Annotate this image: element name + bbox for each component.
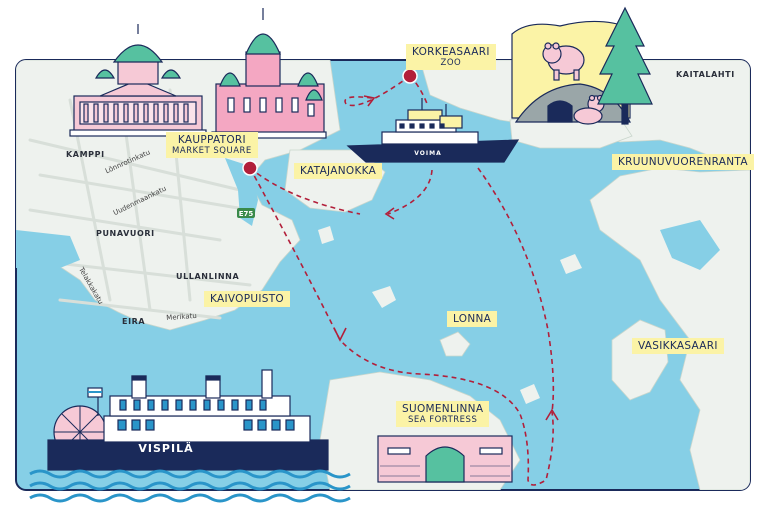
ferry-route bbox=[249, 75, 555, 486]
label-kruunuvuorenranta[interactable]: KRUUNUVUORENRANTA bbox=[612, 154, 754, 170]
district-kamppi: KAMPPI bbox=[66, 150, 105, 159]
korkeasaari-zoo-illustration bbox=[511, 6, 653, 125]
korkeasaari-sub: ZOO bbox=[440, 58, 462, 68]
laajasalo-bay bbox=[660, 220, 720, 270]
label-katajanokka[interactable]: KATAJANOKKA bbox=[294, 163, 383, 179]
suomenlinna-name: SUOMENLINNA bbox=[402, 403, 484, 415]
road-shield bbox=[237, 208, 255, 218]
suomenlinna-sub: SEA FORTRESS bbox=[407, 415, 478, 425]
paddle-steamer-illustration bbox=[47, 369, 329, 471]
kauppatori-pin[interactable] bbox=[242, 160, 258, 176]
islet-c bbox=[560, 254, 582, 274]
lonna-island bbox=[439, 331, 471, 357]
district-ullanlinna: ULLANLINNA bbox=[176, 272, 240, 281]
label-suomenlinna[interactable]: SUOMENLINNA SEA FORTRESS bbox=[396, 401, 490, 427]
islet-b bbox=[318, 226, 334, 244]
islet-d bbox=[520, 384, 540, 404]
district-eira: EIRA bbox=[122, 317, 146, 326]
korkeasaari-pin[interactable] bbox=[402, 68, 418, 84]
paddle-steamer-name: VISPILÄ bbox=[138, 441, 193, 455]
uspenski-cathedral-illustration bbox=[211, 8, 327, 139]
icebreaker-voima-illustration bbox=[346, 98, 520, 163]
kauppatori-sub: MARKET SQUARE bbox=[172, 146, 252, 156]
route-arrows bbox=[333, 95, 559, 421]
label-vasikkasaari[interactable]: VASIKKASAARI bbox=[632, 338, 724, 354]
korkeasaari-name: KORKEASAARI bbox=[412, 46, 490, 58]
west-harbour bbox=[16, 230, 80, 268]
icebreaker-name: VOIMA bbox=[414, 150, 442, 157]
waves bbox=[29, 469, 351, 503]
district-kaitalahti: KAITALAHTI bbox=[676, 70, 735, 79]
suomenlinna-fortress-illustration bbox=[377, 435, 513, 483]
label-korkeasaari[interactable]: KORKEASAARI ZOO bbox=[406, 44, 496, 70]
label-lonna[interactable]: LONNA bbox=[447, 311, 498, 327]
islet-a bbox=[372, 286, 396, 308]
label-kauppatori[interactable]: KAUPPATORI MARKET SQUARE bbox=[166, 132, 258, 158]
district-punavuori: PUNAVUORI bbox=[96, 229, 155, 238]
road-shield-label: E75 bbox=[239, 210, 254, 218]
label-kaivopuisto[interactable]: KAIVOPUISTO bbox=[204, 291, 291, 307]
kauppatori-name: KAUPPATORI bbox=[177, 134, 246, 146]
